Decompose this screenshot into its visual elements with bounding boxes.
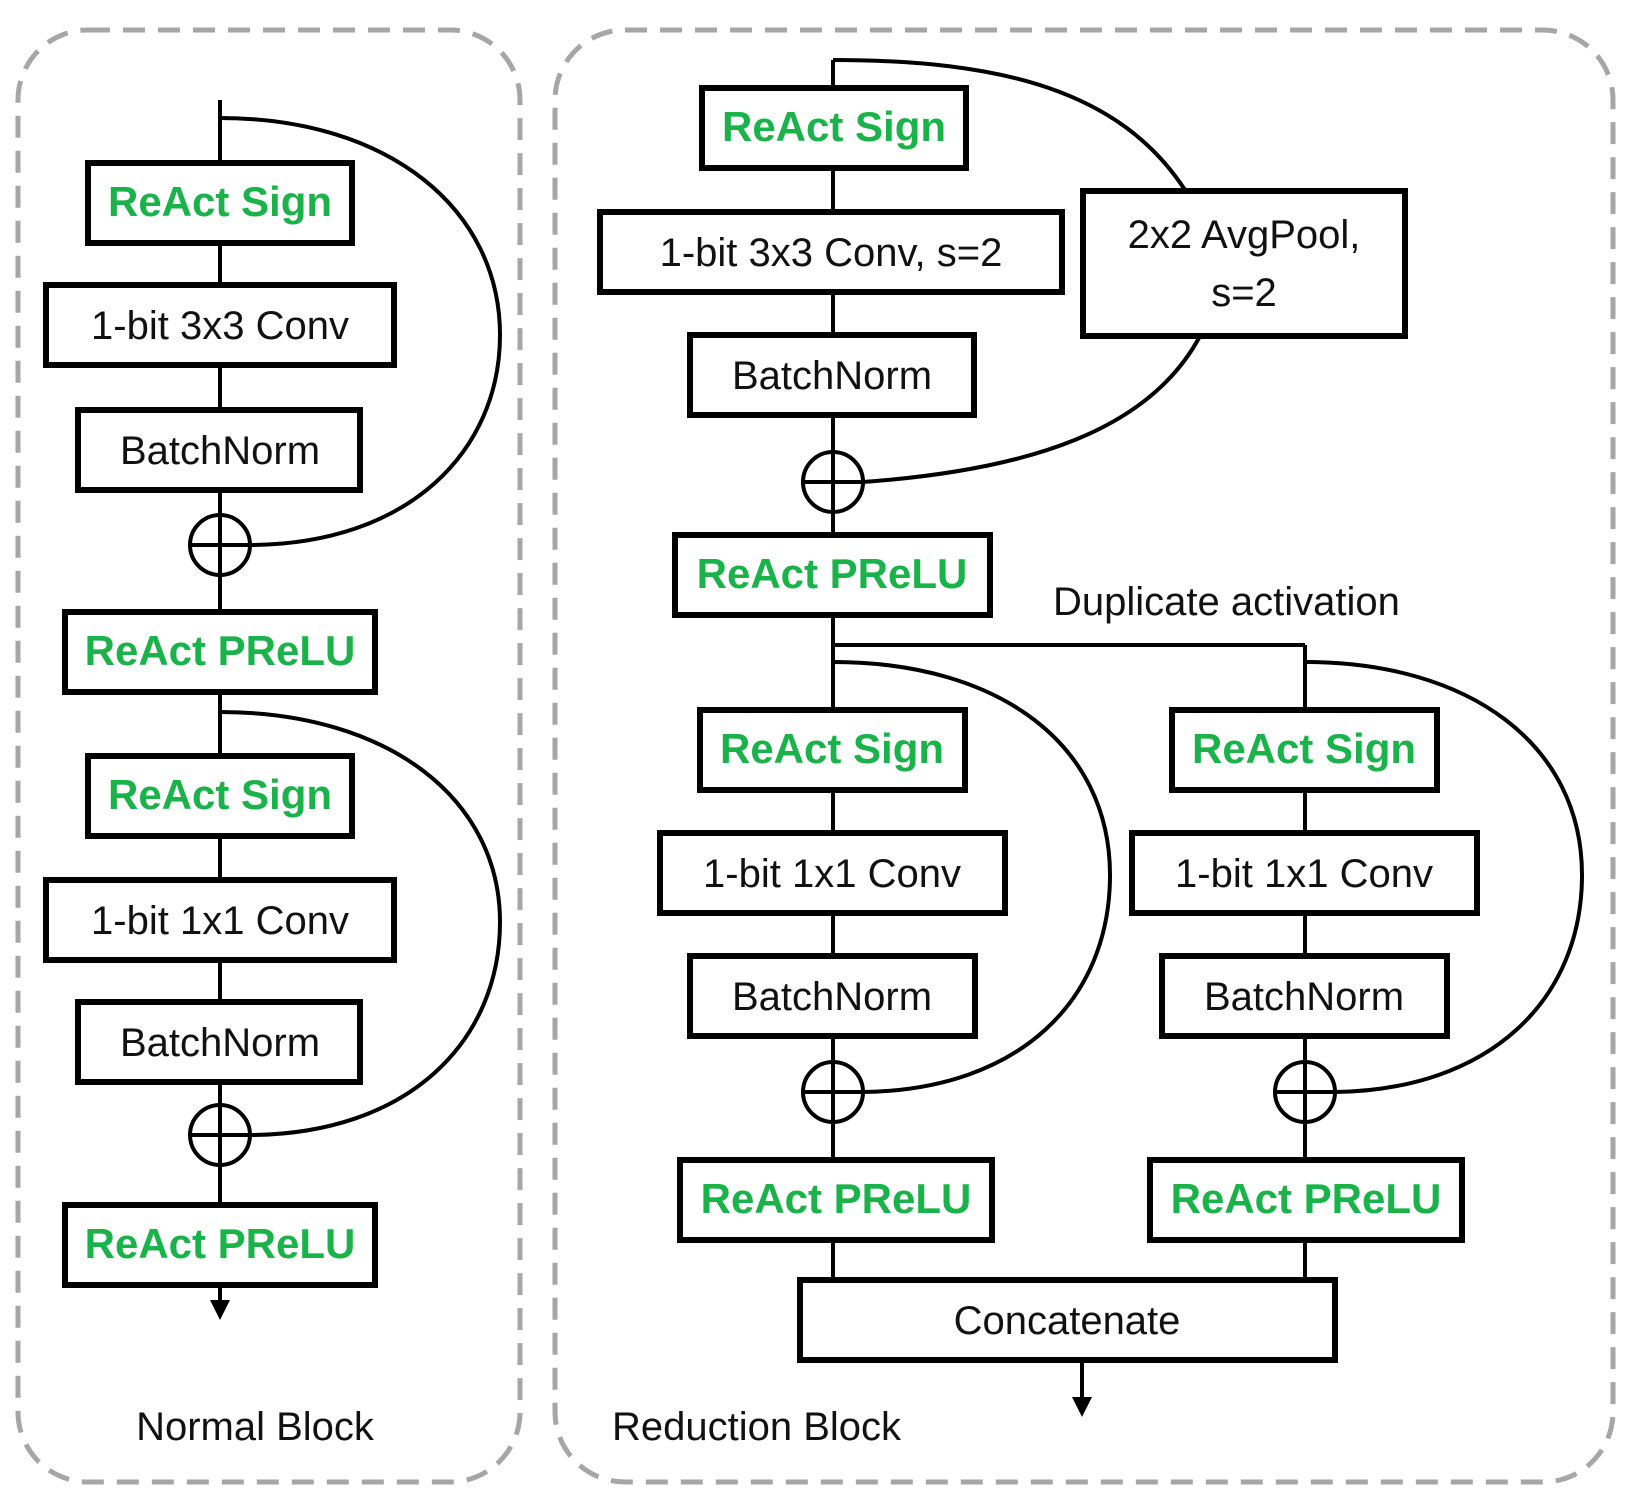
layer-conv1x1: 1-bit 1x1 Conv: [43, 877, 397, 963]
normal-block-frame: [15, 27, 523, 1485]
layer-react-sign: ReAct Sign: [1169, 707, 1440, 793]
avgpool-label-line1: 2x2 AvgPool,: [1128, 213, 1361, 257]
layer-label: ReAct Sign: [722, 103, 946, 150]
layer-label: ReAct PReLU: [1171, 1175, 1442, 1222]
layer-label: 1-bit 1x1 Conv: [703, 852, 961, 896]
layer-label: 1-bit 3x3 Conv, s=2: [660, 231, 1003, 275]
layer-react-sign: ReAct Sign: [85, 160, 355, 246]
layer-label: ReAct Sign: [1192, 725, 1416, 772]
layer-react-sign: ReAct Sign: [85, 753, 355, 839]
layer-concatenate: Concatenate: [797, 1277, 1338, 1363]
layer-conv1x1: 1-bit 1x1 Conv: [1129, 830, 1480, 916]
layer-react-prelu: ReAct PReLU: [672, 532, 993, 618]
layer-react-prelu: ReAct PReLU: [1147, 1157, 1465, 1243]
layer-label: BatchNorm: [120, 1021, 320, 1065]
layer-batchnorm: BatchNorm: [1159, 953, 1450, 1039]
reduction-block-frame: [552, 27, 1616, 1485]
layer-avgpool: 2x2 AvgPool, s=2: [1080, 188, 1408, 339]
layer-label: ReAct Sign: [108, 771, 332, 818]
layer-label: 1-bit 3x3 Conv: [91, 304, 349, 348]
layer-label: Concatenate: [954, 1299, 1181, 1343]
normal-block-wires: [188, 100, 503, 1320]
layer-label: BatchNorm: [732, 975, 932, 1019]
layer-label: ReAct PReLU: [85, 1220, 356, 1267]
layer-batchnorm: BatchNorm: [687, 332, 977, 418]
reduction-block-caption: Reduction Block: [612, 1405, 902, 1449]
normal-block: ReAct Sign 1-bit 3x3 Conv BatchNorm ReAc…: [43, 160, 397, 1449]
layer-label: BatchNorm: [732, 354, 932, 398]
layer-conv3x3-stride2: 1-bit 3x3 Conv, s=2: [597, 209, 1065, 295]
layer-label: ReAct PReLU: [85, 627, 356, 674]
layer-label: ReAct PReLU: [701, 1175, 972, 1222]
layer-react-sign: ReAct Sign: [697, 707, 968, 793]
layer-label: ReAct Sign: [720, 725, 944, 772]
reduction-block: ReAct Sign 1-bit 3x3 Conv, s=2 2x2 AvgPo…: [597, 85, 1480, 1449]
layer-label: ReAct Sign: [108, 178, 332, 225]
layer-label: BatchNorm: [1204, 975, 1404, 1019]
layer-label: 1-bit 1x1 Conv: [1175, 852, 1433, 896]
layer-conv3x3: 1-bit 3x3 Conv: [43, 282, 397, 368]
duplicate-activation-label: Duplicate activation: [1053, 580, 1400, 624]
layer-batchnorm: BatchNorm: [75, 999, 363, 1085]
layer-react-prelu: ReAct PReLU: [677, 1157, 995, 1243]
layer-batchnorm: BatchNorm: [75, 407, 363, 493]
layer-batchnorm: BatchNorm: [687, 953, 978, 1039]
normal-block-caption: Normal Block: [136, 1405, 375, 1449]
layer-label: 1-bit 1x1 Conv: [91, 899, 349, 943]
layer-react-sign: ReAct Sign: [699, 85, 969, 171]
layer-label: BatchNorm: [120, 429, 320, 473]
layer-conv1x1: 1-bit 1x1 Conv: [657, 830, 1008, 916]
right-branch: ReAct Sign 1-bit 1x1 Conv BatchNorm ReAc…: [1129, 707, 1480, 1243]
layer-label: ReAct PReLU: [697, 550, 968, 597]
layer-react-prelu: ReAct PReLU: [62, 609, 378, 695]
left-branch: ReAct Sign 1-bit 1x1 Conv BatchNorm ReAc…: [657, 707, 1008, 1243]
layer-react-prelu: ReAct PReLU: [62, 1202, 378, 1288]
avgpool-label-line2: s=2: [1211, 271, 1277, 315]
